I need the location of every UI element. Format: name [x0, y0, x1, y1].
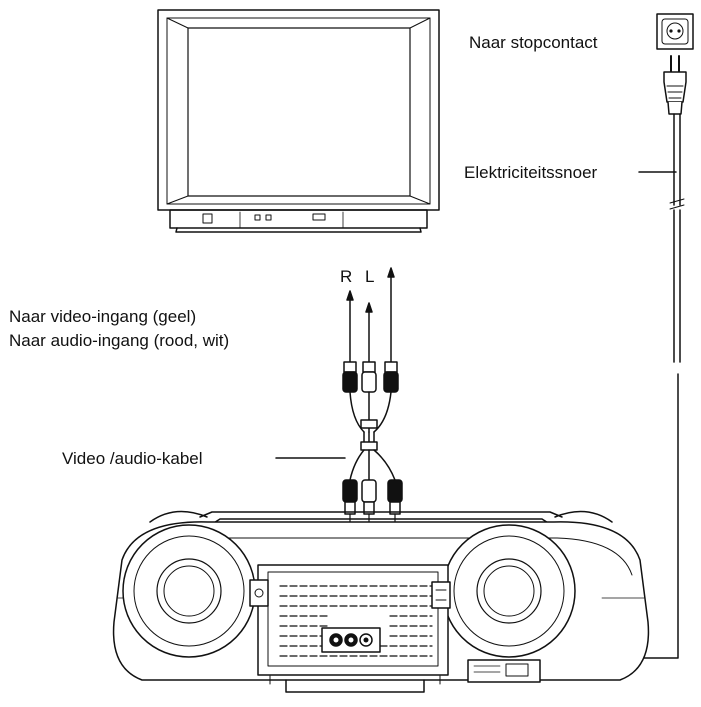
video-input-label: Naar video-ingang (geel)	[9, 307, 196, 326]
tv-icon	[157, 9, 440, 233]
power-cord-label: Elektriciteitssnoer	[464, 163, 598, 182]
outlet-label: Naar stopcontact	[469, 33, 598, 52]
right-channel-label: R	[340, 267, 352, 286]
power-outlet-icon	[656, 13, 694, 50]
boombox-icon	[112, 510, 650, 693]
power-plug-icon	[663, 55, 687, 115]
left-channel-label: L	[365, 267, 374, 286]
av-cable	[335, 267, 403, 641]
av-cable-label: Video /audio-kabel	[62, 449, 203, 468]
audio-input-label: Naar audio-ingang (rood, wit)	[9, 331, 229, 350]
